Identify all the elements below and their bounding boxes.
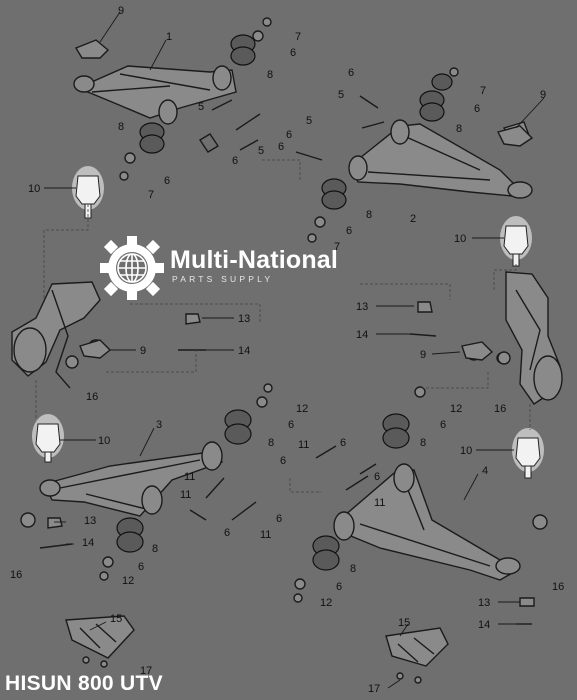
brand-name: Multi-National (170, 246, 339, 274)
callout-labels: 9 1 7 6 8 5 6 5 5 6 6 8 6 7 10 6 5 7 6 8… (10, 5, 564, 695)
callout-14: 14 (238, 345, 250, 357)
callout-6: 6 (374, 471, 380, 483)
skid-bracket-right (385, 627, 449, 684)
washers-and-nuts (20, 301, 548, 607)
callout-6: 6 (224, 527, 230, 539)
callout-7: 7 (295, 31, 301, 43)
callout-15: 15 (398, 617, 410, 629)
ball-joint-lower-left (32, 414, 64, 463)
callout-14: 14 (356, 329, 368, 341)
callout-16: 16 (552, 581, 564, 593)
callout-6: 6 (346, 225, 352, 237)
model-caption: HISUN 800 UTV (5, 672, 163, 695)
callout-8: 8 (350, 563, 356, 575)
callout-8: 8 (366, 209, 372, 221)
callout-6: 6 (138, 561, 144, 573)
callout-13: 13 (84, 515, 96, 527)
lower-left-bushings (99, 383, 273, 581)
callout-7: 7 (480, 85, 486, 97)
callout-16: 16 (86, 391, 98, 403)
callout-8: 8 (152, 543, 158, 555)
upper-left-a-arm (73, 65, 237, 125)
callout-5: 5 (338, 89, 344, 101)
callout-12: 12 (320, 597, 332, 609)
brand-logo: Multi-National PARTS SUPPLY (98, 232, 358, 304)
gear-globe-icon (100, 236, 164, 300)
callout-6: 6 (474, 103, 480, 115)
callout-2: 2 (410, 213, 416, 225)
callout-8: 8 (420, 437, 426, 449)
callout-10: 10 (454, 233, 466, 245)
callout-6: 6 (340, 437, 346, 449)
callout-5: 5 (258, 145, 264, 157)
cotter-pins (39, 333, 532, 625)
reference-lines (35, 159, 531, 493)
callout-10: 10 (28, 183, 40, 195)
callout-11: 11 (374, 497, 385, 509)
callout-12: 12 (122, 575, 134, 587)
skid-bracket-left (65, 615, 135, 668)
callout-11: 11 (180, 489, 191, 501)
callout-8: 8 (456, 123, 462, 135)
callout-1: 1 (166, 31, 172, 43)
lower-left-a-arm (39, 441, 224, 517)
upper-right-bushings (295, 67, 531, 243)
left-steering-knuckle (11, 281, 105, 389)
callout-8: 8 (267, 69, 273, 81)
callout-6: 6 (290, 47, 296, 59)
lower-right-a-arm (333, 463, 521, 581)
callout-3: 3 (156, 419, 162, 431)
callout-12: 12 (450, 403, 462, 415)
callout-8: 8 (268, 437, 274, 449)
callout-11: 11 (184, 471, 195, 483)
callout-13: 13 (238, 313, 250, 325)
callout-10: 10 (98, 435, 110, 447)
callout-9: 9 (540, 89, 546, 101)
dust-covers (74, 39, 534, 361)
callout-14: 14 (82, 537, 94, 549)
callout-5: 5 (198, 101, 204, 113)
callout-9: 9 (420, 349, 426, 361)
callout-6: 6 (336, 581, 342, 593)
callout-8: 8 (118, 121, 124, 133)
callout-7: 7 (148, 189, 154, 201)
leader-lines (44, 11, 545, 689)
callout-10: 10 (460, 445, 472, 457)
callout-11: 11 (298, 439, 309, 451)
callout-11: 11 (260, 529, 271, 541)
callout-12: 12 (296, 403, 308, 415)
callout-16: 16 (494, 403, 506, 415)
callout-7: 7 (334, 241, 340, 253)
callout-5: 5 (306, 115, 312, 127)
callout-6: 6 (164, 175, 170, 187)
callout-6: 6 (280, 455, 286, 467)
callout-6: 6 (276, 513, 282, 525)
callout-9: 9 (140, 345, 146, 357)
lower-right-bushings (293, 386, 426, 603)
callout-4: 4 (482, 465, 488, 477)
callout-14: 14 (478, 619, 490, 631)
callout-17: 17 (368, 683, 380, 695)
callout-16: 16 (10, 569, 22, 581)
upper-right-a-arm (348, 119, 533, 199)
ball-joint-upper-right (500, 216, 532, 267)
callout-13: 13 (356, 301, 368, 313)
upper-left-bushings (119, 17, 272, 181)
callout-15: 15 (110, 613, 122, 625)
ball-joint-lower-right (512, 428, 544, 479)
callout-6: 6 (288, 419, 294, 431)
brand-tagline: PARTS SUPPLY (172, 274, 274, 284)
callout-6: 6 (278, 141, 284, 153)
right-steering-knuckle (465, 271, 563, 405)
callout-6: 6 (440, 419, 446, 431)
callout-6: 6 (348, 67, 354, 79)
callout-6: 6 (286, 129, 292, 141)
callout-17: 17 (140, 665, 152, 677)
callout-13: 13 (478, 597, 490, 609)
callout-9: 9 (118, 5, 124, 17)
callout-6: 6 (232, 155, 238, 167)
